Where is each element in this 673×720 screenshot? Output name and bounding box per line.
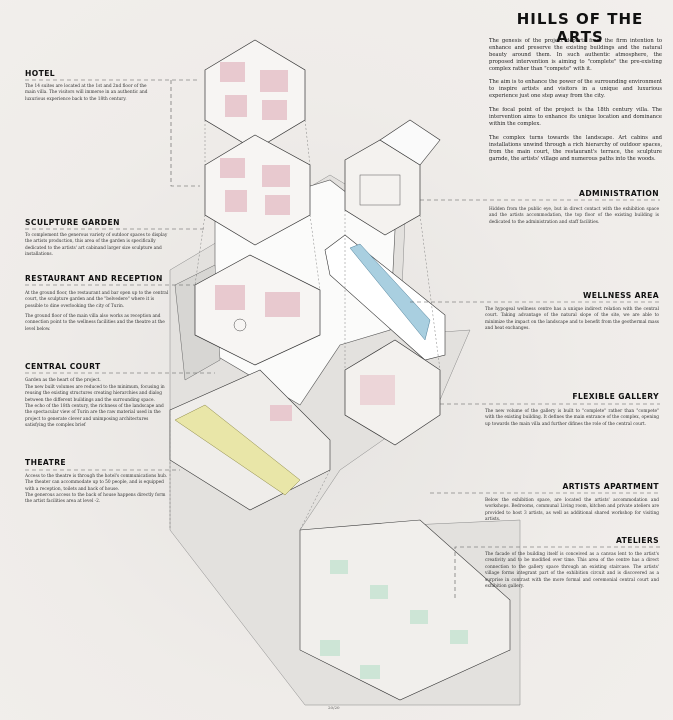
section-text: The facade of the building itself is con… <box>485 552 659 590</box>
section-heading: FLEXIBLE GALLERY <box>572 392 659 401</box>
section-text: At the ground floor, the restaurant and … <box>25 291 169 309</box>
hotel-floor-2 <box>204 39 306 151</box>
section-text: The hypogeal wellness centre has a uniqu… <box>485 307 659 332</box>
page-title: HILLS OF THE ARTS <box>516 10 644 46</box>
intro-paragraph-4: The complex turns towards the landscape.… <box>489 135 662 162</box>
section-heading: ADMINISTRATION <box>579 189 659 198</box>
restaurant-floor <box>194 254 321 366</box>
section-heading: WELLNESS AREA <box>582 291 659 300</box>
section-heading: THEATRE <box>25 458 67 467</box>
hotel-floor-1 <box>204 134 311 246</box>
section-text: The 14 suites are located at the 1st and… <box>25 84 148 102</box>
section-text: The new volume of the gallery is built t… <box>485 409 659 427</box>
intro-paragraph-1: The genesis of the project departs from … <box>489 38 662 72</box>
section-text: The generous access to the back of house… <box>25 493 166 505</box>
intro-paragraph-3: The focal point of the project is tha 18… <box>489 107 662 127</box>
section-text: To complement the generous variety of ou… <box>25 233 168 258</box>
section-heading: ARTISTS APARTMENT <box>562 482 659 491</box>
section-text: The new built volumes are reduced to the… <box>25 385 165 403</box>
section-text: The echo of the 18th century, the richne… <box>25 404 164 429</box>
section-heading: CENTRAL COURT <box>25 362 101 371</box>
leader-lines <box>25 79 660 600</box>
section-text: Garden as the heart of the project. <box>25 378 101 383</box>
section-text: The ground floor of the main villa also … <box>25 314 165 332</box>
administration-building <box>344 119 441 236</box>
section-heading: SCULPTURE GARDEN <box>25 218 120 227</box>
section-text: Hidden from the public eye, but in direc… <box>489 207 659 225</box>
section-heading: ATELIERS <box>615 536 659 545</box>
section-heading: HOTEL <box>25 69 56 78</box>
intro-paragraph-2: The aim is to enhance the power of the s… <box>489 79 662 99</box>
section-text: Below the exhibition space, are located … <box>485 498 659 523</box>
page-number: 20/20 <box>328 705 340 710</box>
theatre-level <box>169 369 331 511</box>
projection-lines <box>169 119 441 531</box>
section-heading: RESTAURANT AND RECEPTION <box>25 274 163 283</box>
section-text: Access to the theatre is through the hot… <box>25 474 168 492</box>
flexible-gallery <box>344 339 441 446</box>
ateliers-level <box>299 519 511 701</box>
